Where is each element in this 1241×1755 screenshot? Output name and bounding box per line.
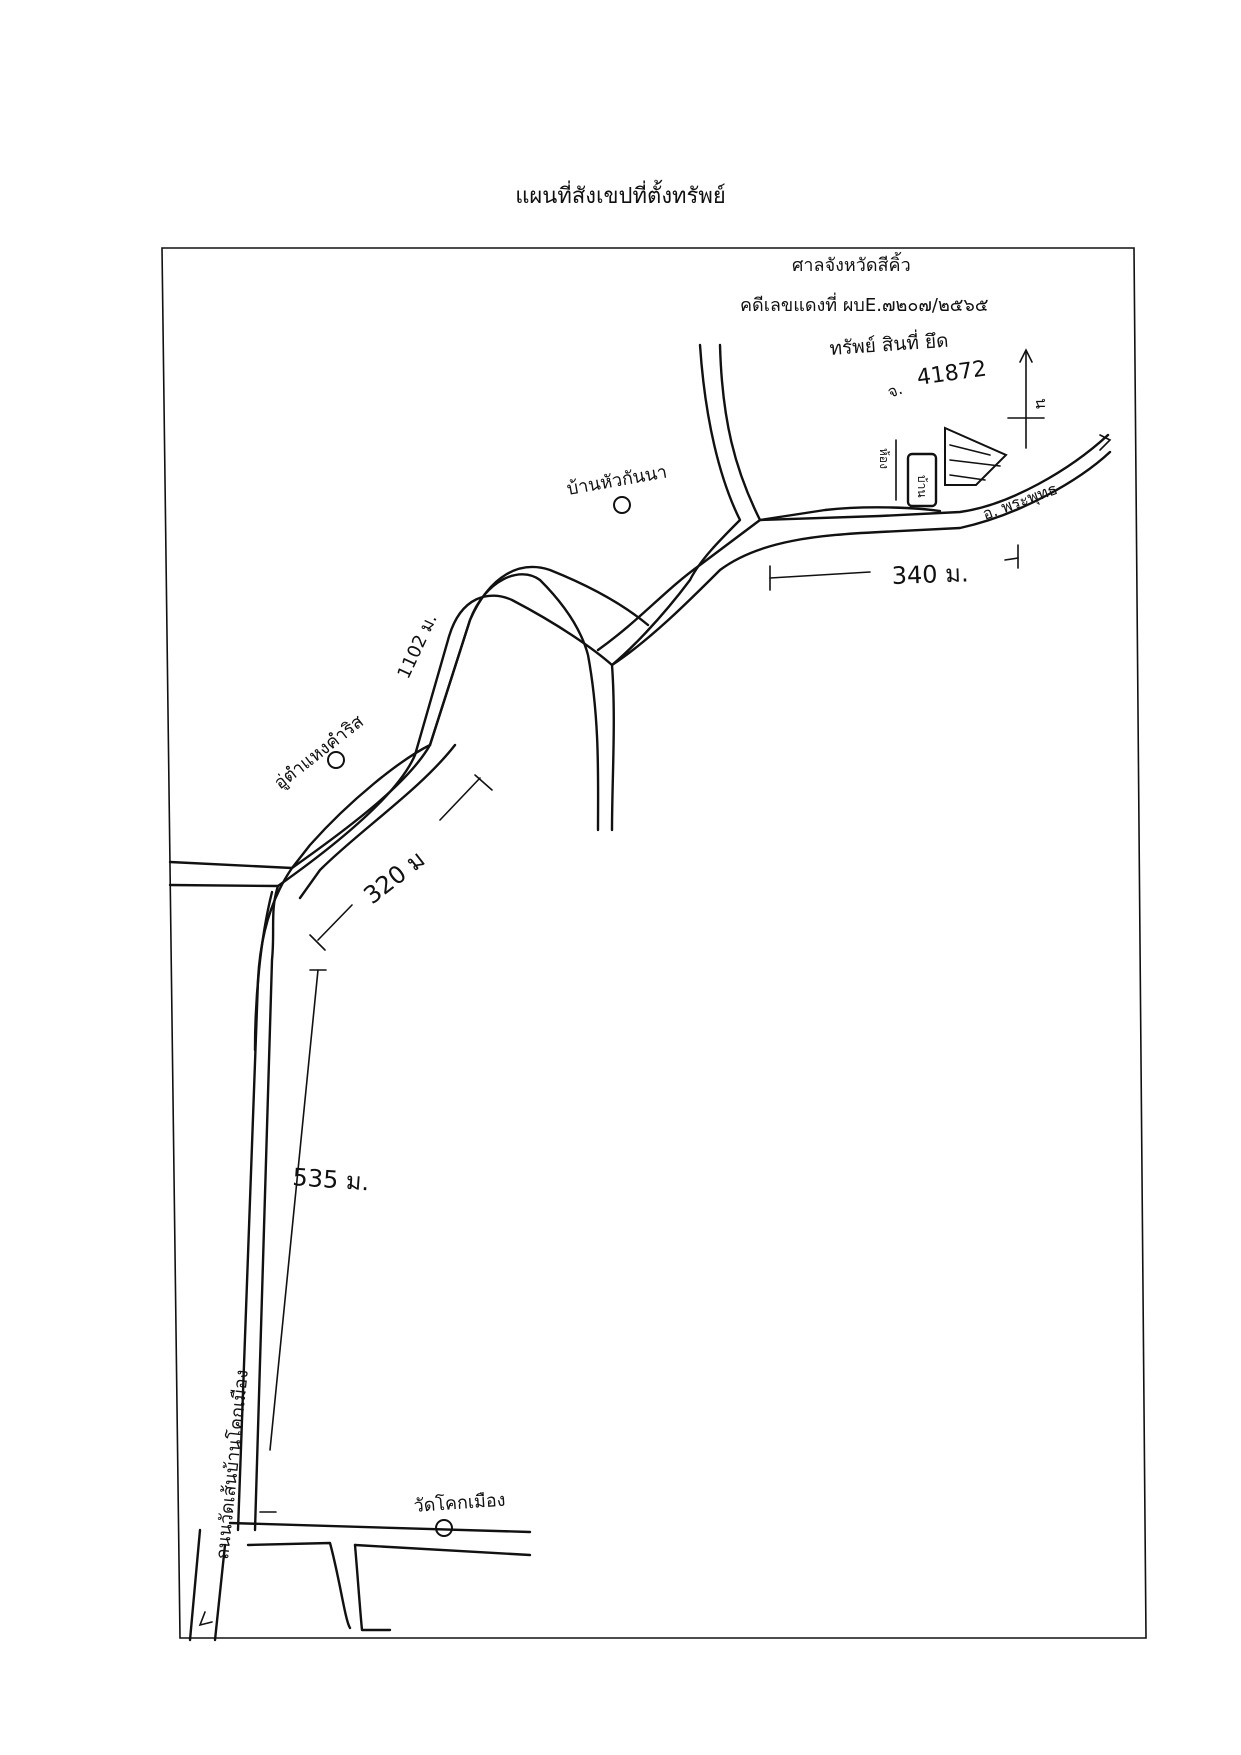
property-plot xyxy=(944,426,1008,486)
road-arc xyxy=(428,565,650,747)
village-marker-upper-left xyxy=(327,751,345,769)
road-bottom-left xyxy=(188,1528,202,1642)
road-diagonal-upper xyxy=(290,743,432,870)
dist-320-line-1 xyxy=(439,777,481,821)
wat-label: วัดโคกเมือง xyxy=(413,1489,506,1517)
road-end-arrow xyxy=(1099,434,1112,451)
distance-340: 340 ม. xyxy=(891,559,969,590)
distance-1102: 1102 ม. xyxy=(393,611,441,683)
road-main-inner xyxy=(596,433,1110,652)
north-arrow-head xyxy=(1019,348,1033,363)
case-number: คดีเลขแดงที่ ผบE.๗๒๐๗/๒๕๖๕ xyxy=(740,295,989,316)
road-bottom-left-2 xyxy=(213,1543,227,1642)
dist-340-line xyxy=(769,571,871,579)
village-marker-wat xyxy=(435,1519,453,1537)
road-main xyxy=(610,450,1112,667)
house-marker xyxy=(906,452,938,508)
road-left-down xyxy=(253,890,274,1052)
distance-535: 535 ม. xyxy=(292,1163,371,1196)
bottom-road-label: ถนนวัดเส้นบ้านโคกเมือง xyxy=(211,1368,253,1560)
bottom-left-arrow xyxy=(198,1611,213,1627)
dist-320-line-2 xyxy=(317,904,353,941)
road-label: อ. พระพุทธ xyxy=(980,479,1060,525)
house-label: ห้อง xyxy=(877,448,891,469)
deed-prefix: จ. xyxy=(885,379,905,402)
property-hatch xyxy=(949,444,1001,481)
north-label: น xyxy=(1032,398,1051,409)
road-diagonal-upper-2 xyxy=(298,743,457,900)
deed-number: 41872 xyxy=(915,356,988,390)
dist-320-tick-bottom xyxy=(309,934,326,951)
road-diagonal-inner xyxy=(253,884,280,1532)
court-name: ศาลจังหวัดสีคิ้ว xyxy=(792,255,911,276)
property-label: ทรัพย์ สินที่ ยึด xyxy=(829,327,950,360)
road-bottom-inner xyxy=(246,1541,352,1630)
road-bottom xyxy=(228,1521,532,1534)
road-upper-left-inner xyxy=(168,594,615,888)
plot-label: บ้าน xyxy=(915,475,929,498)
road-bottom-right xyxy=(353,1543,532,1557)
distance-320: 320 ม xyxy=(358,845,430,910)
dist-340-line-right xyxy=(1004,557,1019,561)
road-north-branch xyxy=(610,343,742,667)
village-marker-hua-kanna xyxy=(613,496,631,514)
road-bottom-right-down xyxy=(353,1543,392,1632)
road-upper-left xyxy=(168,573,600,870)
village-upper-left-label: อู่ตำแหงคำริส xyxy=(270,711,368,794)
dist-320-tick-top xyxy=(474,774,493,791)
village-hua-kanna-label: บ้านหัวกันนา xyxy=(565,462,669,500)
dist-535-line xyxy=(269,969,319,1451)
map-frame xyxy=(161,247,1147,1639)
page-title: แผนที่สังเขปที่ตั้งทรัพย์ xyxy=(515,184,726,209)
